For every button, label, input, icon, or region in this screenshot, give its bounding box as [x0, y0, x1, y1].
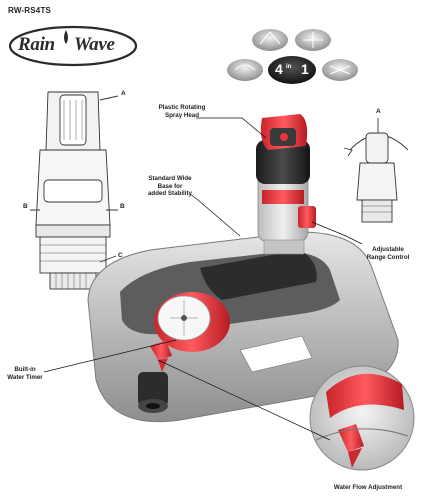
logo-text-wave: Wave	[74, 34, 115, 55]
water-timer-dial	[154, 292, 230, 352]
logo-text-rain: Rain	[18, 34, 55, 55]
badge-one: 1	[301, 61, 309, 77]
callout-leader-lines	[43, 117, 363, 441]
spray-mode-circle-icon	[227, 59, 263, 81]
callout-base: Standard Wide Base for added Stability	[147, 175, 192, 197]
spray-mode-fan-icon	[252, 29, 288, 51]
badge-in: in	[286, 64, 292, 70]
four-in-one-badge-icon	[268, 56, 316, 84]
spray-head-assembly	[256, 114, 316, 255]
spray-mode-jet-icon	[322, 59, 358, 81]
hose-connector	[138, 372, 168, 413]
model-number: RW-RS4TS	[8, 6, 52, 15]
brand-logo: Rain Wave	[8, 24, 138, 68]
zoom-detail-circle	[309, 365, 415, 471]
right-side-diagram	[343, 118, 409, 223]
left-label-b2: B	[120, 203, 125, 210]
callout-spray-head: Plastic Rotating Spray Head	[158, 104, 206, 119]
left-label-c: C	[118, 252, 123, 259]
right-label-a: A	[376, 108, 381, 115]
base-saddle	[200, 250, 317, 300]
spray-mode-icons: 4 in 1	[225, 22, 360, 94]
logo-swoosh-icon	[8, 25, 138, 67]
left-side-diagram	[30, 91, 119, 290]
callout-timer: Built-in Water Timer	[7, 366, 43, 381]
spray-mode-spot-icon	[295, 29, 331, 51]
badge-number: 4	[275, 61, 283, 77]
left-label-a: A	[121, 90, 126, 97]
callout-range: Adjustable Range Control	[366, 246, 410, 261]
left-label-b1: B	[23, 203, 28, 210]
callout-flow: Water Flow Adjustment	[333, 484, 403, 491]
